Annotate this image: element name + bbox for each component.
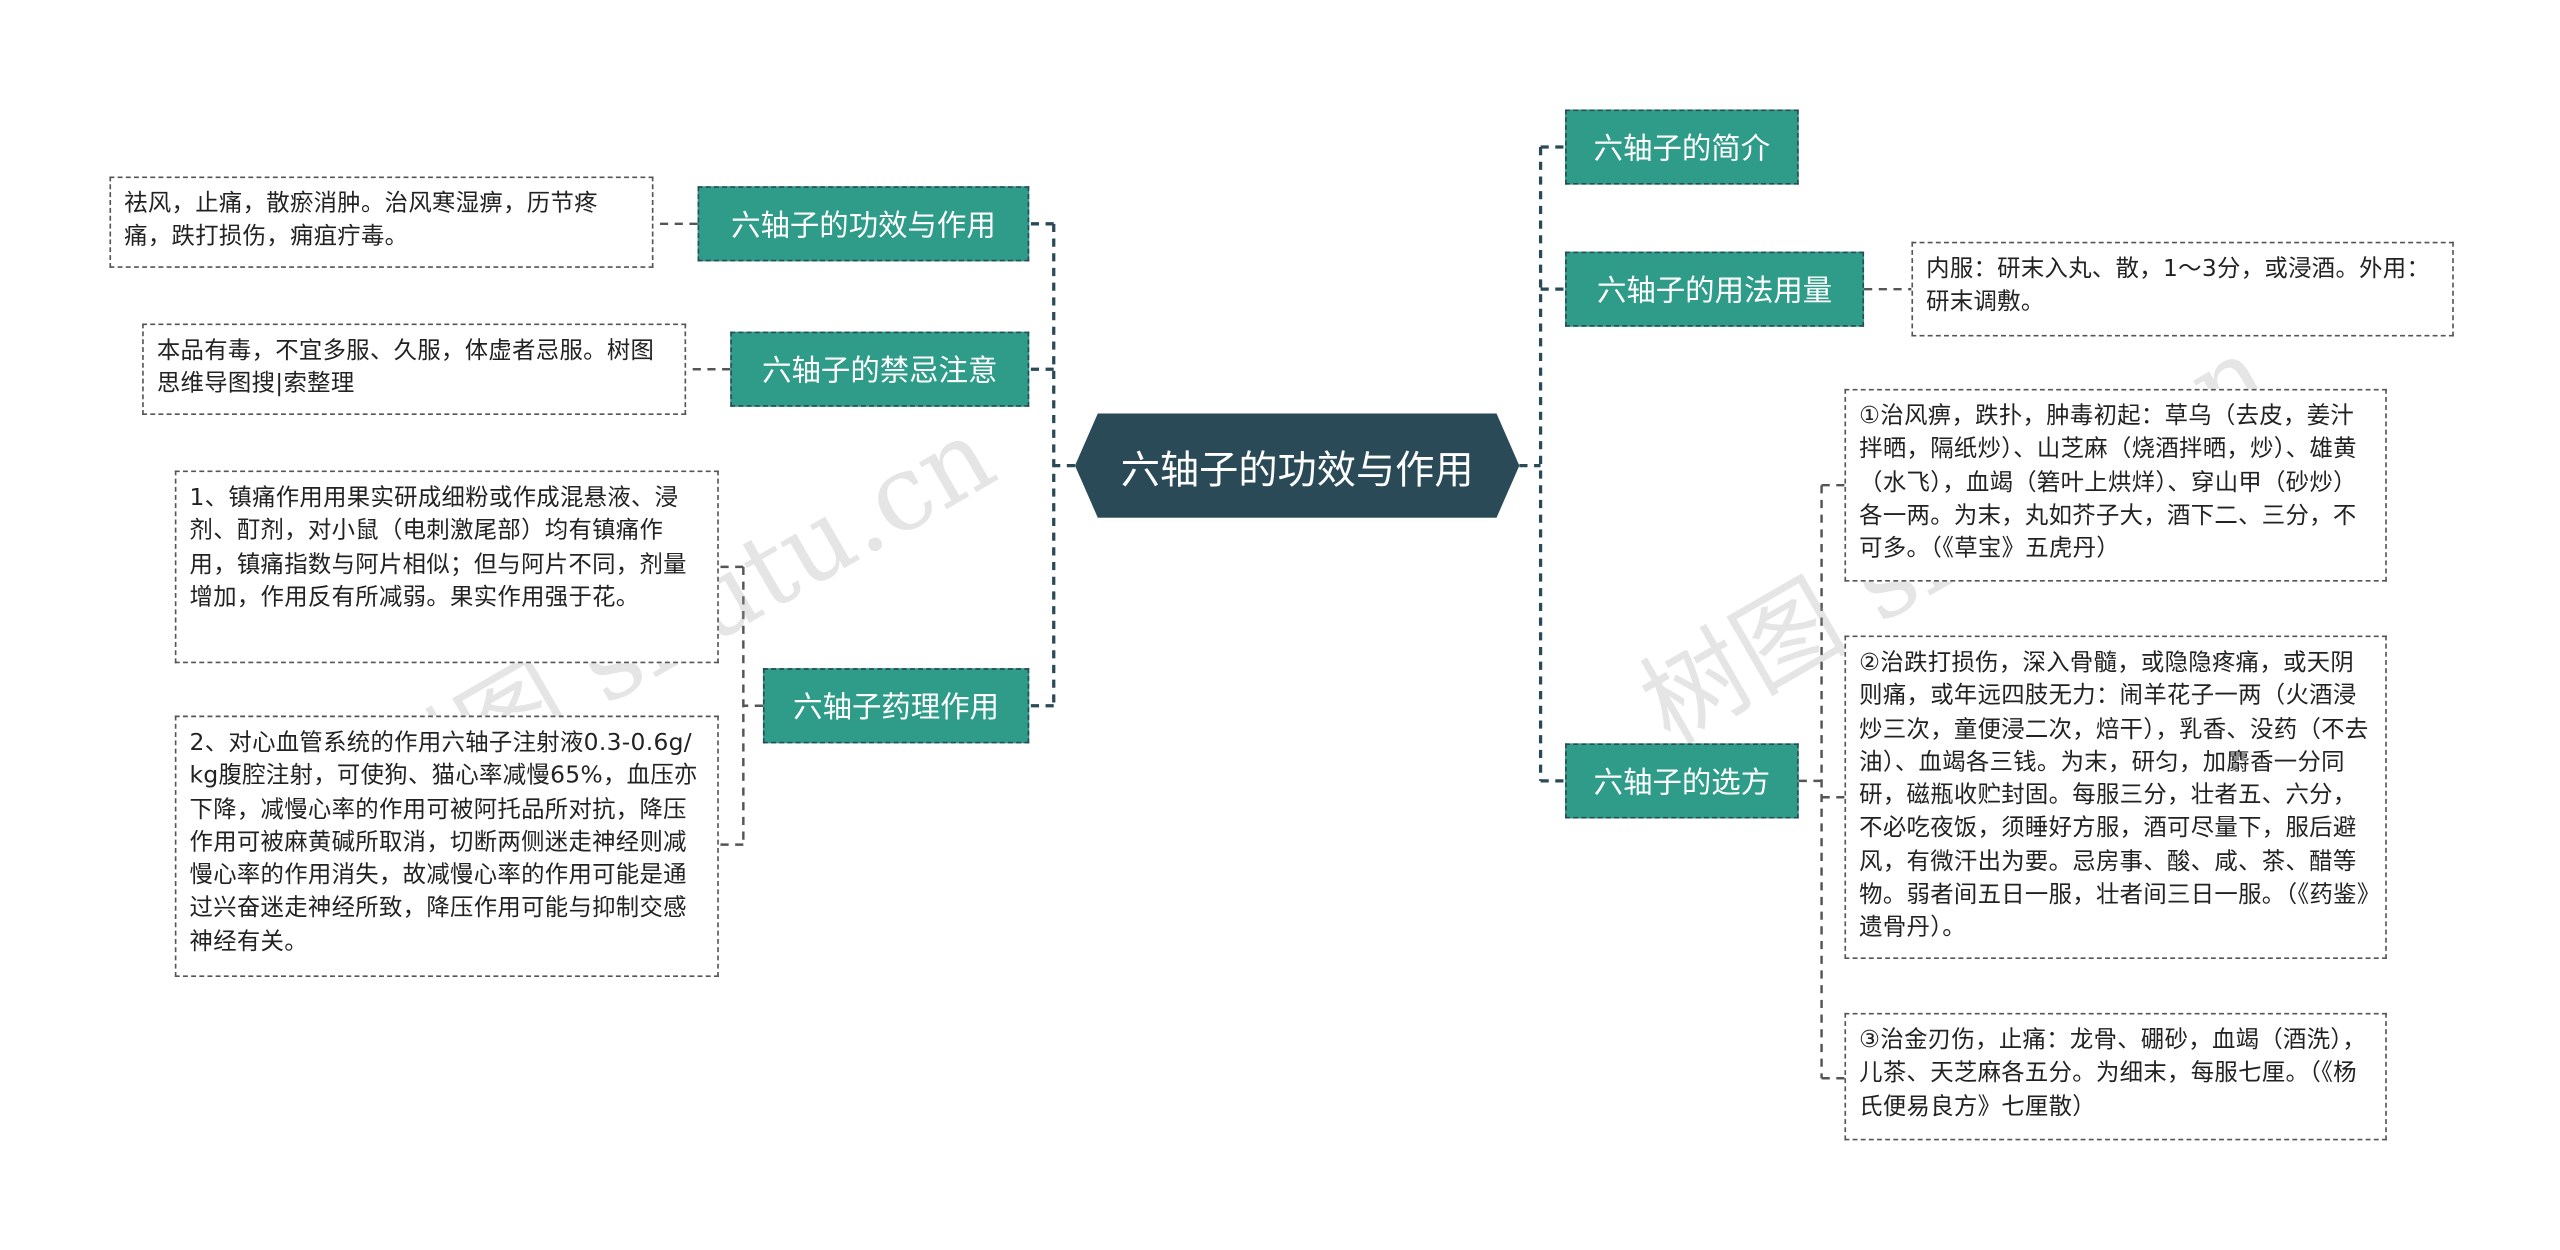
branch-intro[interactable]: 六轴子的简介 (1565, 109, 1799, 185)
leaf-taboo-text: 本品有毒，不宜多服、久服，体虚者忌服。树图思维导图搜|索整理 (142, 323, 687, 415)
branch-taboo[interactable]: 六轴子的禁忌注意 (730, 331, 1030, 407)
connector-recipes-leaves (1798, 483, 1845, 1080)
leaf-usage-text: 内服：研末入丸、散，1～3分，或浸酒。外用：研末调敷。 (1911, 241, 2454, 337)
branch-effects[interactable]: 六轴子的功效与作用 (697, 186, 1030, 262)
leaf-recipes-text-2: ②治跌打损伤，深入骨髓，或隐隐疼痛，或天阴则痛，或年远四肢无力：闹羊花子一两（火… (1844, 635, 2387, 959)
leaf-effects-text: 祛风，止痛，散瘀消肿。治风寒湿痹，历节疼痛，跌打损伤，痈疽疔毒。 (109, 176, 654, 268)
branch-usage[interactable]: 六轴子的用法用量 (1565, 251, 1865, 327)
leaf-pharma-text-1: 1、镇痛作用用果实研成细粉或作成混悬液、浸剂、酊剂，对小鼠（电刺激尾部）均有镇痛… (174, 470, 719, 664)
leaf-recipes-text-3: ③治金刃伤，止痛：龙骨、硼砂，血竭（酒洗），儿茶、天芝麻各五分。为细末，每服七厘… (1844, 1012, 2387, 1141)
root-node[interactable]: 六轴子的功效与作用 (1074, 413, 1520, 518)
branch-recipes[interactable]: 六轴子的选方 (1565, 743, 1799, 819)
leaf-pharma-text-2: 2、对心血管系统的作用六轴子注射液0.3-0.6g/kg腹腔注射，可使狗、猫心率… (174, 715, 719, 977)
leaf-recipes-text-1: ①治风痹，跌扑，肿毒初起：草乌（去皮，姜汁拌晒，隔纸炒）、山芝麻（烧酒拌晒，炒）… (1844, 388, 2387, 582)
connector-pharma-leaves (718, 565, 763, 846)
branch-pharma[interactable]: 六轴子药理作用 (762, 668, 1030, 744)
